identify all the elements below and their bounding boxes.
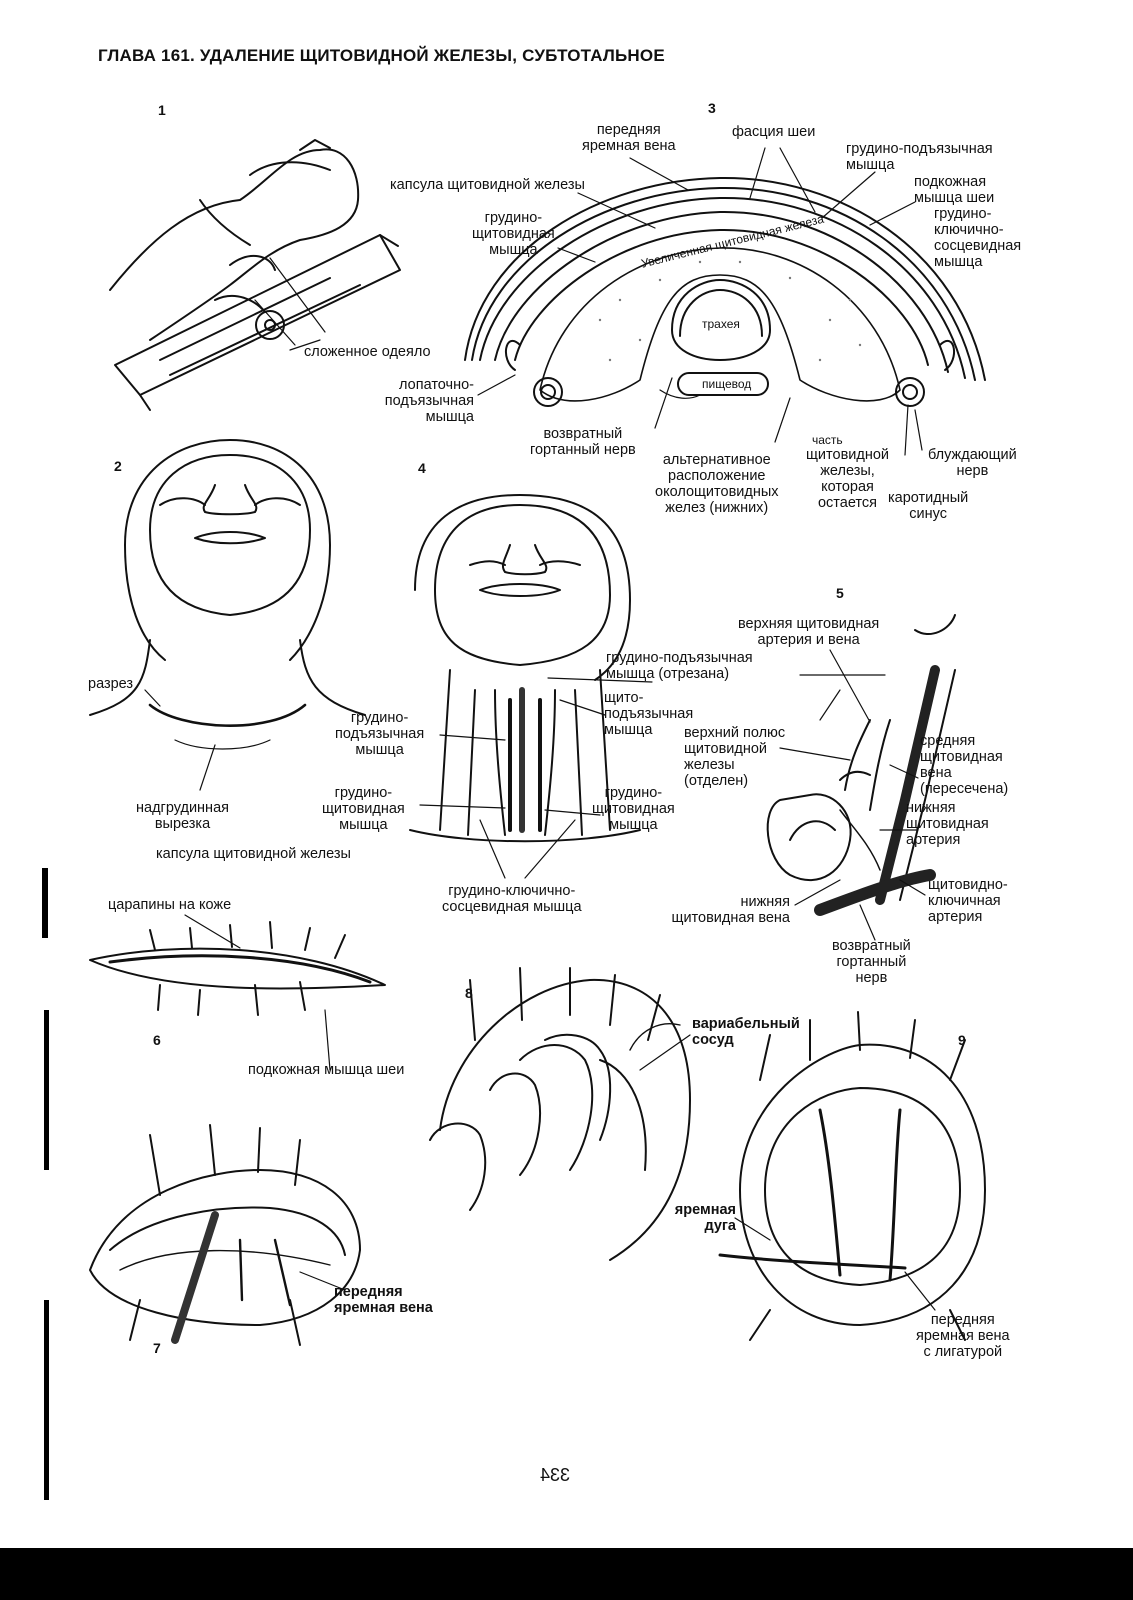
leader-lines (144, 147, 936, 1311)
label-sternothyroid-left: грудино- щитовидная мышца (322, 785, 405, 833)
stipple-texture (598, 260, 862, 362)
figure-number-6: 6 (153, 1032, 161, 1048)
label-sternohyoid-4: грудино- подъязычная мышца (335, 710, 425, 758)
figure-9-drawing (718, 1011, 986, 1341)
label-alternative-parathyroid: альтернативное расположение околощитовид… (655, 452, 779, 516)
figure-number-1: 1 (158, 102, 166, 118)
label-platysma-6: подкожная мышца шеи (248, 1062, 405, 1078)
label-vagus-nerve: блуждающий нерв (928, 447, 1017, 479)
label-scm-4: грудино-ключично- сосцевидная мышца (442, 883, 582, 915)
label-sternocleidomastoid: грудино- ключично- сосцевидная мышца (934, 206, 1022, 270)
label-upper-pole: верхний полюс щитовидной железы (отделен… (684, 725, 786, 789)
figure-number-8: 8 (465, 985, 473, 1001)
figure-number-7: 7 (153, 1340, 161, 1356)
label-middle-thyroid-vein: средняя щитовидная вена (пересечена) (920, 733, 1009, 797)
label-anterior-jugular-vein: передняя яремная вена (582, 122, 676, 154)
label-omohyoid: лопаточно- подъязычная мышца (384, 377, 474, 425)
label-thyroid-capsule-2: капсула щитовидной железы (156, 846, 351, 862)
label-carotid-sinus: каротидный синус (888, 490, 969, 522)
label-skin-scratches: царапины на коже (108, 897, 232, 913)
figure-2-drawing (89, 439, 366, 750)
label-sternothyroid-right: грудино- щитовидная мышца (592, 785, 675, 833)
figure-number-3: 3 (708, 100, 716, 116)
figure-number-4: 4 (418, 460, 426, 476)
scan-margin-mark (44, 1010, 49, 1170)
label-recurrent-laryngeal-nerve: возвратный гортанный нерв (530, 426, 636, 458)
label-neck-fascia: фасция шеи (732, 124, 816, 140)
figure-5-drawing (766, 614, 956, 916)
label-incision: разрез (88, 676, 134, 692)
label-part-word: часть (812, 433, 843, 447)
label-remaining-gland-part: щитовидной железы, которая остается (806, 447, 890, 511)
scan-footer-bar (0, 1548, 1133, 1600)
page-number: 334 (540, 1465, 571, 1485)
label-platysma: подкожная мышца шеи (914, 174, 995, 206)
figure-6-drawing (89, 921, 386, 1016)
label-sternohyoid-muscle: грудино-подъязычная мышца (846, 141, 993, 173)
label-thyrohyoid: щито- подъязычная мышца (604, 690, 694, 738)
page-title: ГЛАВА 161. УДАЛЕНИЕ ЩИТОВИДНОЙ ЖЕЛЕЗЫ, С… (98, 46, 665, 65)
label-superior-thyroid-artery-vein: верхняя щитовидная артерия и вена (738, 616, 880, 648)
label-inferior-thyroid-artery: нижняя щитовидная артерия (906, 800, 989, 848)
scan-margin-mark (42, 868, 48, 938)
label-thyrocervical-artery: щитовидно- ключичная артерия (928, 877, 1008, 925)
figure-8-drawing (429, 967, 691, 1261)
figure-number-5: 5 (836, 585, 844, 601)
label-sternothyroid-muscle: грудино- щитовидная мышца (472, 210, 555, 258)
figure-number-2: 2 (114, 458, 122, 474)
figure-4-drawing (409, 494, 641, 843)
figure-7-drawing (89, 1124, 361, 1346)
label-sternohyoid-cut: грудино-подъязычная мышца (отрезана) (606, 650, 753, 682)
figure-number-9: 9 (958, 1032, 966, 1048)
figure-3-drawing (464, 176, 986, 407)
figure-1-drawing (109, 139, 401, 411)
scan-margin-mark (44, 1300, 49, 1500)
label-anterior-jugular-ligature: передняя яремная вена с лигатурой (916, 1312, 1010, 1360)
label-recurrent-nerve-5: возвратный гортанный нерв (832, 938, 911, 986)
label-jugular-arch: яремная дуга (674, 1202, 736, 1234)
label-esophagus: пищевод (702, 377, 752, 391)
label-trachea: трахея (702, 317, 740, 331)
label-inferior-thyroid-vein: нижняя щитовидная вена (671, 894, 790, 926)
label-variable-vessel: вариабельный сосуд (692, 1016, 800, 1048)
label-anterior-jugular-7: передняя яремная вена (334, 1284, 433, 1316)
label-thyroid-capsule: капсула щитовидной железы (390, 177, 585, 193)
label-suprasternal-notch: надгрудинная вырезка (136, 800, 229, 832)
label-folded-blanket: сложенное одеяло (304, 344, 431, 360)
